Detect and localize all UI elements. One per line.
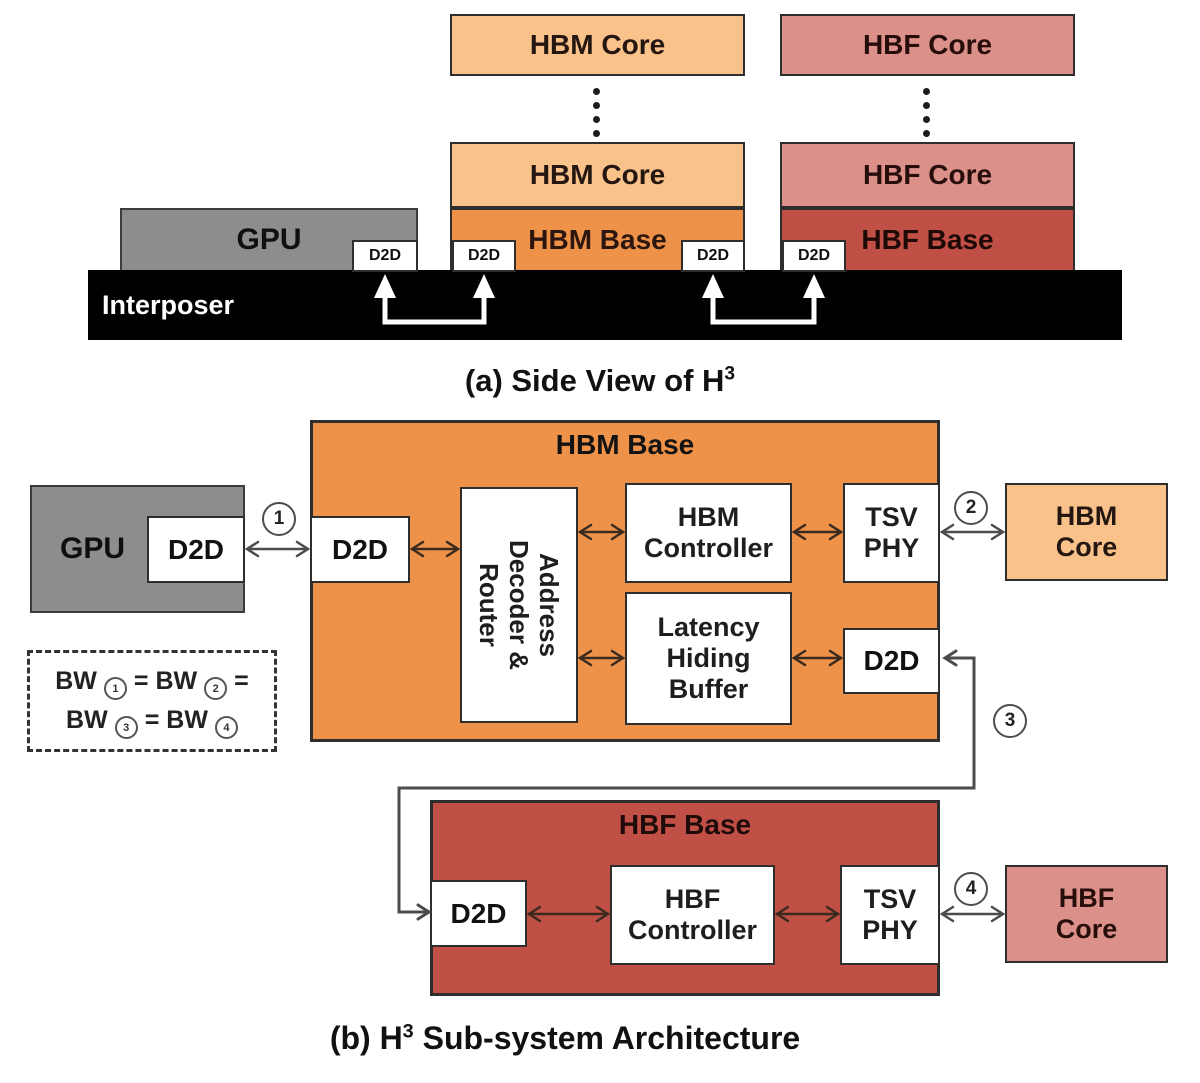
arch-hbf-d2d-label: D2D [450,897,507,929]
link-number-2-digit: 2 [965,497,977,518]
caption-a-sup: 3 [724,363,736,385]
bw-legend-line-2: BW 3 = BW 4 [66,702,238,739]
side-hbm-core-bottom: HBM Core [450,142,745,208]
side-d2d-hbm-left-label: D2D [467,247,500,264]
link-number-3-digit: 3 [1004,710,1016,731]
arch-latency-hiding-buffer-label: Latency Hiding Buffer [657,611,760,705]
arch-gpu-label: GPU [60,532,126,565]
arch-hbf-core: HBF Core [1005,865,1168,963]
side-hbm-core-top: HBM Core [450,14,745,76]
bw-label: BW [166,706,208,734]
arch-latency-hiding-buffer: Latency Hiding Buffer [625,592,792,725]
bandwidth-legend: BW 1 = BW 2 = BW 3 = BW 4 [27,650,277,752]
arch-address-decoder-router-label: Address Decoder & Router [473,539,565,671]
equals-sign: = [144,706,160,734]
arch-gpu: GPU [30,485,245,613]
link-number-2: 2 [954,491,988,525]
arch-hbm-core-label: HBM Core [1055,500,1118,562]
link-number-1: 1 [262,502,296,536]
side-d2d-hbm-right: D2D [681,240,745,272]
hbf-stack-ellipsis [923,88,930,137]
side-d2d-gpu: D2D [352,240,418,272]
arch-hbm-tsv-phy-label: TSV PHY [863,501,920,563]
side-hbf-core-bottom-label: HBF Core [862,159,993,190]
interposer: Interposer [88,270,1122,340]
bw-legend-line-1: BW 1 = BW 2 = [55,663,249,700]
arch-hbm-d2d-left: D2D [310,516,410,583]
equals-sign: = [133,667,149,695]
side-hbf-base-label: HBF Base [861,224,994,255]
equals-sign: = [234,667,249,695]
link-number-4: 4 [954,872,988,906]
arch-hbf-core-label: HBF Core [1055,882,1118,944]
bw-circled-4: 4 [214,716,238,739]
side-hbm-core-top-label: HBM Core [529,29,666,60]
bw-circled-2: 2 [204,677,228,700]
arch-gpu-d2d-label: D2D [167,533,224,565]
caption-sub-system: (b) H3 Sub-system Architecture [165,1020,965,1057]
arch-hbf-tsv-phy: TSV PHY [840,865,940,965]
side-d2d-hbf-left: D2D [782,240,846,272]
bw-label: BW [66,706,108,734]
arch-hbf-controller: HBF Controller [610,865,775,965]
side-d2d-hbm-right-label: D2D [696,247,729,264]
caption-b-sup: 3 [402,1020,414,1043]
arch-hbf-d2d: D2D [430,880,527,947]
side-gpu-label: GPU [236,223,302,256]
caption-a-text: (a) Side View of H [464,363,725,398]
side-d2d-hbf-left-label: D2D [797,247,830,264]
side-hbf-core-bottom: HBF Core [780,142,1075,208]
arch-hbf-tsv-phy-label: TSV PHY [862,883,918,945]
arch-hbf-base-title: HBF Base [618,809,752,840]
arch-hbm-d2d-right-label: D2D [863,645,920,676]
hbm-stack-ellipsis [593,88,600,137]
arch-hbm-controller: HBM Controller [625,483,792,583]
arch-gpu-d2d: D2D [147,516,245,583]
arch-hbm-d2d-left-label: D2D [331,533,388,565]
side-hbm-base-label: HBM Base [528,224,667,255]
side-hbm-core-bottom-label: HBM Core [529,159,666,190]
arch-address-decoder-router: Address Decoder & Router [460,487,578,723]
arch-hbm-d2d-right: D2D [843,628,940,694]
side-d2d-gpu-label: D2D [368,247,401,264]
arch-hbm-base-title: HBM Base [555,429,695,460]
caption-b-text: (b) H [329,1020,403,1056]
arch-hbm-core: HBM Core [1005,483,1168,581]
link-number-3: 3 [993,704,1027,738]
caption-b-suffix: Sub-system Architecture [413,1020,801,1056]
bw-circled-3: 3 [114,716,138,739]
link-number-1-digit: 1 [273,508,285,529]
bw-circled-1: 1 [103,677,127,700]
caption-side-view: (a) Side View of H3 [250,363,950,399]
bw-label: BW [155,667,198,695]
interposer-label: Interposer [102,289,235,320]
link-number-4-digit: 4 [965,878,977,899]
side-d2d-hbm-left: D2D [452,240,516,272]
side-hbf-core-top-label: HBF Core [862,29,993,60]
arch-hbm-controller-label: HBM Controller [643,501,773,563]
bw-label: BW [55,667,97,695]
arch-hbm-tsv-phy: TSV PHY [843,483,940,583]
arch-hbf-controller-label: HBF Controller [627,883,757,945]
side-hbf-core-top: HBF Core [780,14,1075,76]
